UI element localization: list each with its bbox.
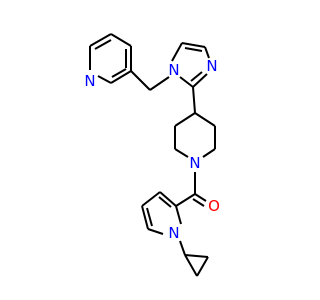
bond [130,70,151,91]
bond [179,76,194,88]
bond [202,148,216,158]
cyclopropyl-ring [184,254,209,277]
bond [184,254,209,258]
atom-o-carbonyl: O [208,197,220,215]
molecule-drawing: N N N N O N [84,33,220,277]
atom-n-piperidine: N [189,154,200,172]
bond [196,256,209,277]
bond [192,86,196,114]
bond [184,254,198,277]
bond [97,75,112,84]
atom-n-pyrrole: N [168,224,179,242]
bond [147,228,164,235]
bond [89,33,112,47]
bond [141,191,161,207]
bond [179,240,186,256]
piperidine-ring [174,112,216,158]
double-bond [111,68,127,78]
atom-n-imidazole-1: N [168,61,179,79]
double-bond [158,196,172,208]
bond [159,191,177,207]
bond [194,193,207,202]
imidazole-ring [171,42,210,88]
bond [110,70,132,84]
bond [110,33,132,47]
bond [175,205,182,225]
bond [194,112,216,127]
bond [171,42,183,62]
pyridine-ring [89,33,132,84]
double-bond [146,207,153,227]
bond [174,148,189,158]
bond [175,193,196,207]
double-bond [192,198,205,207]
bond [149,76,170,91]
double-bond [94,39,112,50]
atom-n-imidazole-3: N [206,57,217,75]
bond [174,112,196,127]
double-bond [184,47,203,52]
structure-canvas: N N N N O N [84,33,220,277]
bond [181,42,206,48]
bond [141,205,149,230]
pyrrole-ring [141,191,182,235]
double-bond [190,71,203,82]
atom-n-pyridine: N [84,72,95,90]
bond [192,73,208,88]
bond [204,46,210,59]
